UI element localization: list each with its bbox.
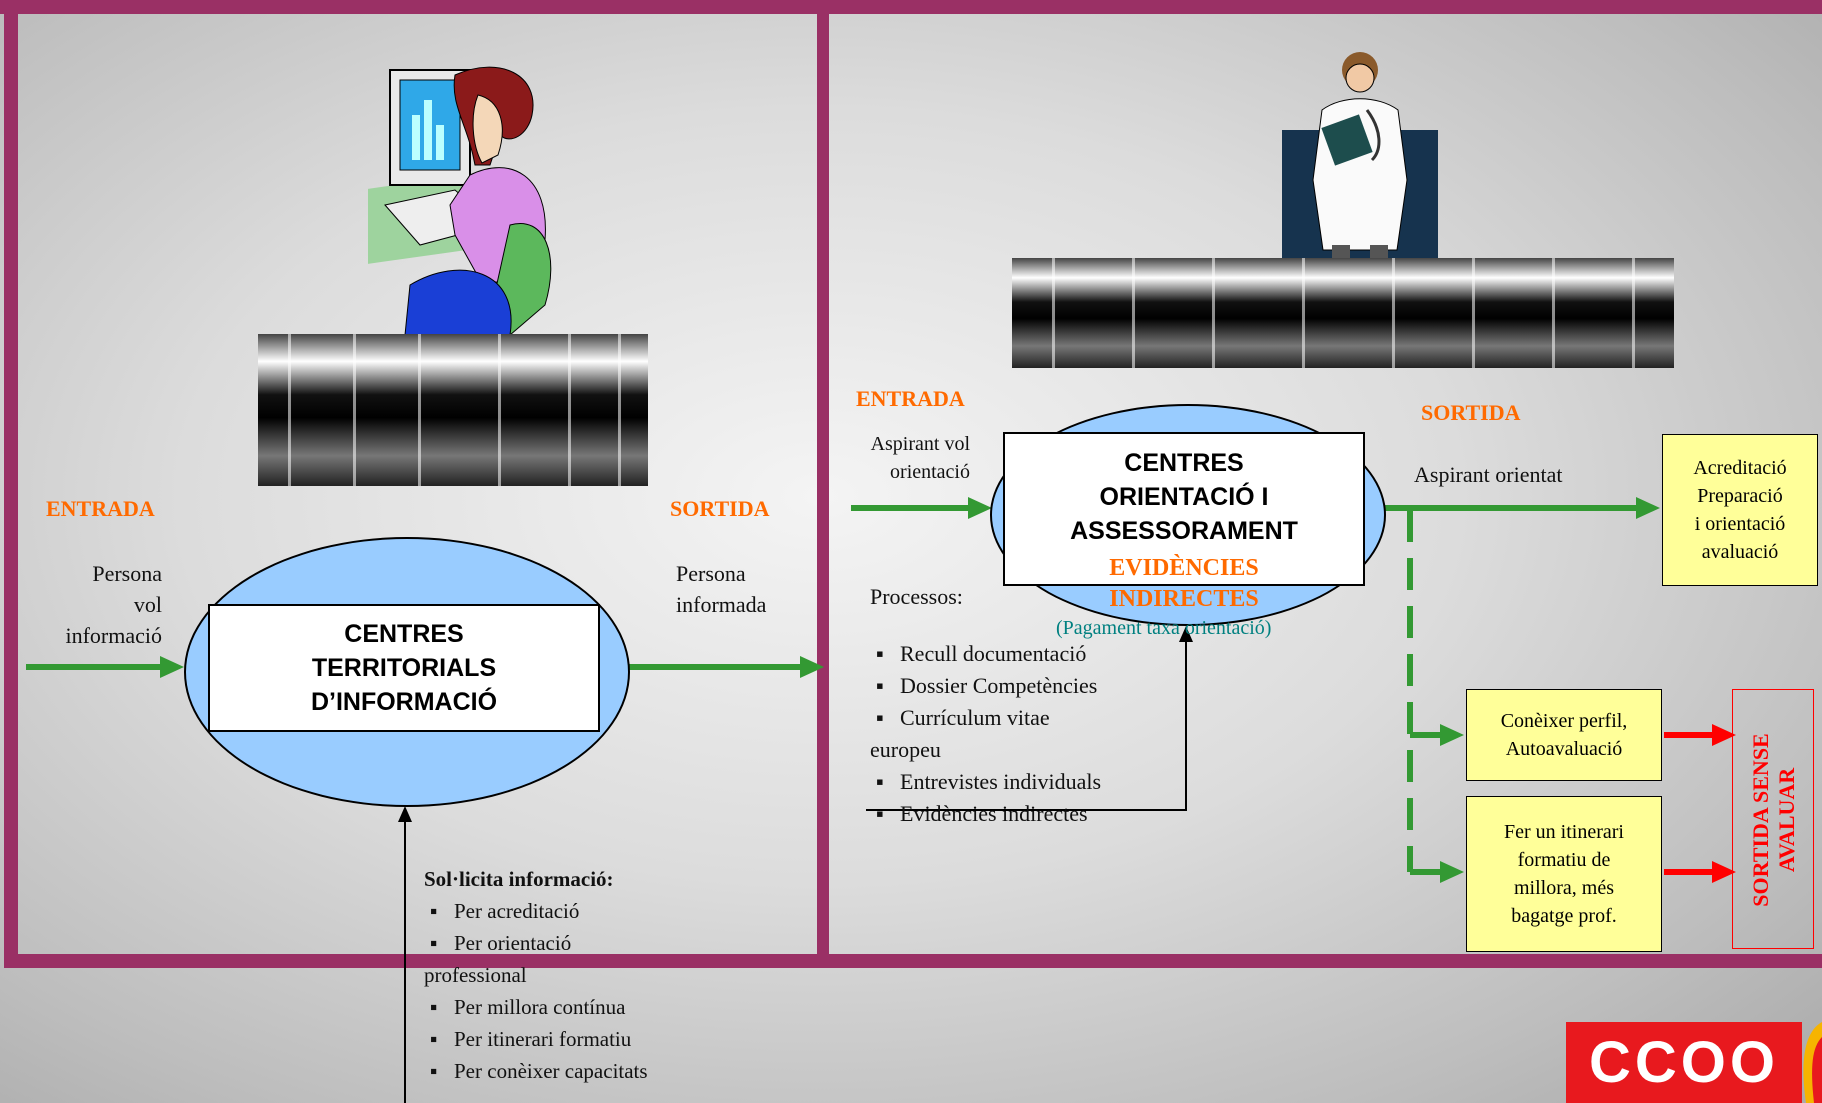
process-item: Entrevistes individuals xyxy=(870,766,1190,798)
request-item: Per orientació xyxy=(424,927,784,959)
right-panel-title-art xyxy=(1012,258,1674,368)
red-exit-arrow-2 xyxy=(1664,861,1736,883)
left-output-arrow xyxy=(626,656,824,678)
red-exit-arrow-1 xyxy=(1664,724,1736,746)
process-list-more: Entrevistes individuals Evidències indir… xyxy=(870,766,1190,830)
processes-title: Processos: xyxy=(870,584,963,609)
exit-without-evaluation-box: SORTIDA SENSE AVALUAR xyxy=(1732,689,1814,949)
profile-box: Conèixer perfil, Autoavaluació xyxy=(1466,689,1662,781)
left-request-arrow xyxy=(398,806,412,1103)
ccoo-logo: CCOO xyxy=(1566,1022,1802,1103)
doctor-illustration xyxy=(1282,52,1438,270)
left-input-arrow xyxy=(26,656,184,678)
request-item-continuation: professional xyxy=(424,963,527,987)
left-input-text: Persona vol informació xyxy=(65,561,162,648)
left-request-block: Sol·licita informació: xyxy=(424,863,764,895)
right-sortida-label: SORTIDA xyxy=(1421,400,1521,425)
request-item: Per conèixer capacitats xyxy=(424,1055,784,1087)
exit-without-evaluation-text: SORTIDA SENSE AVALUAR xyxy=(1748,733,1799,907)
left-sortida-label: SORTIDA xyxy=(670,496,770,521)
process-list: Recull documentació Dossier Competències… xyxy=(870,638,1190,734)
right-output-text: Aspirant orientat xyxy=(1414,462,1563,487)
dashed-branch-connector xyxy=(1407,510,1464,883)
right-center-box: CENTRES ORIENTACIÓ I ASSESSORAMENT xyxy=(1003,432,1365,586)
process-item: Recull documentació xyxy=(870,638,1190,670)
right-output-arrow xyxy=(1370,497,1660,519)
request-title: Sol·licita informació: xyxy=(424,867,614,891)
fee-note: (Pagament taxa orientació) xyxy=(1056,617,1272,639)
evidence-label: EVIDÈNCIES INDIRECTES xyxy=(1109,555,1259,612)
process-item: Currículum vitae xyxy=(870,702,1190,734)
panel-border-middle xyxy=(817,0,829,968)
left-panel-title-art xyxy=(258,334,648,486)
right-entrada-label: ENTRADA xyxy=(856,386,965,411)
logo-emblem-icon xyxy=(1803,1022,1822,1103)
ccoo-logo-text: CCOO xyxy=(1589,1030,1779,1095)
request-list-more: Per millora contínua Per itinerari forma… xyxy=(424,991,784,1087)
process-item: Dossier Competències xyxy=(870,670,1190,702)
itinerary-box: Fer un itinerari formatiu de millora, mé… xyxy=(1466,796,1662,952)
left-entrada-label: ENTRADA xyxy=(46,496,155,521)
request-item: Per itinerari formatiu xyxy=(424,1023,784,1055)
process-item: Evidències indirectes xyxy=(870,798,1190,830)
process-item-continuation: europeu xyxy=(870,737,941,762)
request-list: Per acreditació Per orientació xyxy=(424,895,784,959)
request-item: Per acreditació xyxy=(424,895,784,927)
panel-border-left xyxy=(4,0,18,968)
request-item: Per millora contínua xyxy=(424,991,784,1023)
left-center-box: CENTRES TERRITORIALS D’INFORMACIÓ xyxy=(208,604,600,732)
computer-user-illustration xyxy=(368,66,552,335)
right-input-arrow xyxy=(851,497,992,519)
panel-border-top xyxy=(0,0,1822,14)
left-output-text: Persona informada xyxy=(676,561,767,617)
right-input-text: Aspirant vol orientació xyxy=(870,433,970,483)
result-box: Acreditació Preparació i orientació aval… xyxy=(1662,434,1818,586)
